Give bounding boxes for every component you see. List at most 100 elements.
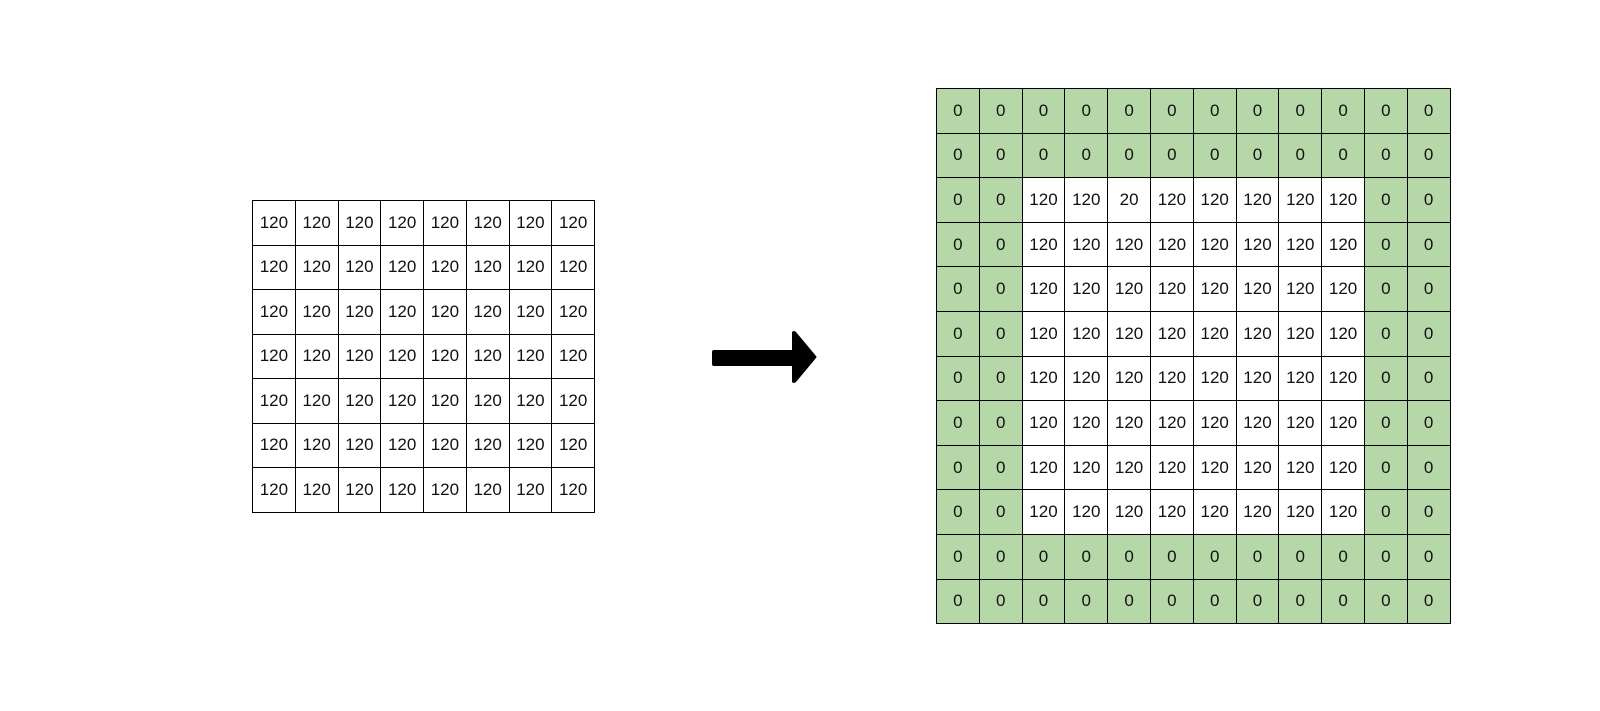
padded-grid-cell: 0	[978, 266, 1023, 312]
source-grid-cell: 120	[380, 244, 424, 290]
source-grid-cell: 120	[380, 467, 424, 513]
padded-grid-cell: 120	[1149, 221, 1194, 268]
padded-grid-cell: 120	[1021, 310, 1066, 357]
source-grid-cell: 120	[423, 333, 467, 379]
padded-grid-cell: 120	[1064, 266, 1109, 312]
padded-grid-cell: 120	[1235, 266, 1280, 312]
padded-grid-cell: 120	[1149, 266, 1194, 312]
source-grid-cell: 120	[337, 200, 382, 246]
padded-grid-cell: 0	[1064, 533, 1109, 580]
padded-grid-cell: 0	[978, 444, 1023, 491]
padded-grid-cell: 120	[1149, 177, 1194, 223]
source-grid-cell: 120	[252, 422, 296, 468]
padded-grid-cell: 120	[1192, 310, 1237, 357]
padded-grid-cell: 0	[1363, 177, 1408, 223]
padded-grid-cell: 0	[978, 355, 1023, 402]
padded-grid-cell: 0	[1064, 578, 1109, 625]
padded-grid-cell: 120	[1235, 221, 1280, 268]
source-grid-cell: 120	[337, 289, 382, 335]
source-grid-cell: 120	[337, 378, 382, 424]
padded-grid-cell: 120	[1149, 310, 1194, 357]
padded-grid-cell: 120	[1064, 310, 1109, 357]
padded-grid-cell: 120	[1278, 221, 1323, 268]
padded-grid-cell: 120	[1107, 489, 1151, 535]
padded-grid-cell: 0	[1406, 400, 1451, 446]
padded-grid-cell: 0	[978, 88, 1023, 134]
padded-grid-cell: 0	[936, 88, 980, 134]
padded-grid-cell: 120	[1064, 177, 1109, 223]
source-grid-cell: 120	[551, 333, 595, 379]
padded-grid-cell: 0	[1363, 489, 1408, 535]
padded-grid-cell: 120	[1021, 489, 1066, 535]
padded-grid-cell: 0	[936, 444, 980, 491]
source-grid-cell: 120	[465, 244, 510, 290]
padded-grid-cell: 0	[1021, 88, 1066, 134]
padded-grid-cell: 120	[1235, 489, 1280, 535]
padded-grid-cell: 120	[1235, 444, 1280, 491]
padded-grid-cell: 120	[1321, 266, 1365, 312]
padded-grid-cell: 0	[978, 400, 1023, 446]
padded-grid-cell: 120	[1321, 489, 1365, 535]
source-grid-cell: 120	[508, 244, 553, 290]
padded-grid-cell: 120	[1192, 266, 1237, 312]
source-grid-cell: 120	[551, 289, 595, 335]
padded-grid-cell: 0	[978, 533, 1023, 580]
padded-grid-cell: 0	[1192, 578, 1237, 625]
padded-grid-cell: 0	[1406, 177, 1451, 223]
source-grid-cell: 120	[252, 333, 296, 379]
padded-grid-cell: 120	[1278, 266, 1323, 312]
padded-grid-cell: 0	[1363, 400, 1408, 446]
padded-grid-cell: 0	[936, 578, 980, 625]
padded-grid-cell: 0	[936, 177, 980, 223]
padded-grid-cell: 20	[1107, 177, 1151, 223]
padded-grid-cell: 0	[1363, 310, 1408, 357]
source-grid-cell: 120	[465, 378, 510, 424]
padded-grid-cell: 0	[1192, 132, 1237, 179]
source-grid-cell: 120	[551, 378, 595, 424]
padded-grid-cell: 120	[1021, 221, 1066, 268]
source-grid-cell: 120	[294, 422, 339, 468]
padded-grid-cell: 0	[1406, 578, 1451, 625]
padded-grid-cell: 120	[1107, 266, 1151, 312]
padded-grid-cell: 0	[1149, 533, 1194, 580]
padded-grid-cell: 120	[1064, 489, 1109, 535]
source-grid-cell: 120	[423, 289, 467, 335]
source-grid-cell: 120	[423, 244, 467, 290]
padded-grid-cell: 0	[936, 266, 980, 312]
padded-grid-cell: 0	[1064, 132, 1109, 179]
padded-grid-cell: 0	[1192, 88, 1237, 134]
padded-grid-cell: 120	[1021, 400, 1066, 446]
padded-grid-cell: 0	[1107, 88, 1151, 134]
padded-grid-cell: 120	[1278, 355, 1323, 402]
source-grid-cell: 120	[294, 378, 339, 424]
padded-grid-cell: 0	[1278, 533, 1323, 580]
padded-grid-cell: 0	[978, 177, 1023, 223]
padded-grid-cell: 120	[1321, 355, 1365, 402]
source-grid-cell: 120	[551, 200, 595, 246]
padded-grid-cell: 0	[1406, 533, 1451, 580]
source-grid-cell: 120	[252, 378, 296, 424]
padded-grid-cell: 120	[1235, 355, 1280, 402]
padded-grid-cell: 0	[1406, 489, 1451, 535]
padded-grid-cell: 0	[978, 310, 1023, 357]
padded-grid-cell: 0	[1192, 533, 1237, 580]
source-grid-cell: 120	[252, 200, 296, 246]
padded-grid-cell: 120	[1235, 310, 1280, 357]
padded-grid-cell: 0	[978, 578, 1023, 625]
padded-grid-cell: 0	[1321, 578, 1365, 625]
padded-grid-cell: 120	[1278, 310, 1323, 357]
padded-grid-cell: 0	[1235, 578, 1280, 625]
